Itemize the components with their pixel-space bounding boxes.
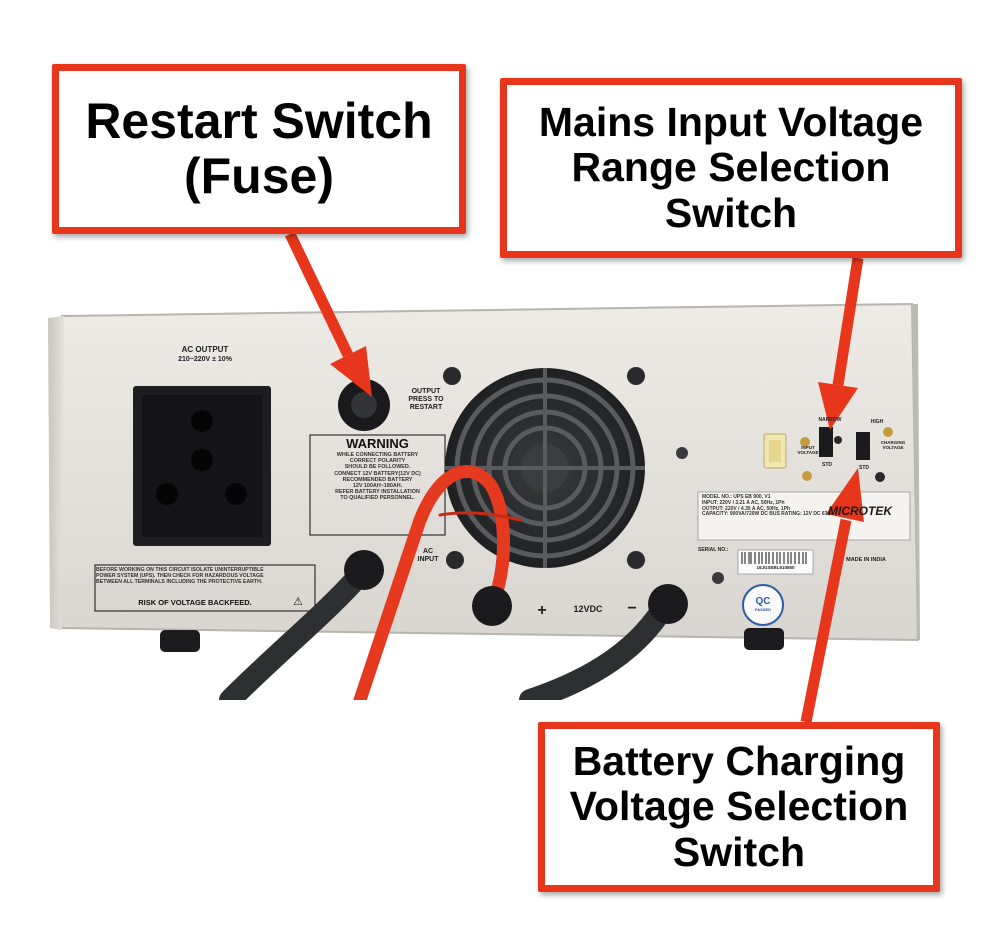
qc-sub-label: PASSED <box>754 607 772 612</box>
output-restart-label: OUTPUT PRESS TO RESTART <box>408 388 444 412</box>
brand-logo: MICROTEK <box>828 504 892 518</box>
dc-voltage-label: 12VDC <box>573 604 603 614</box>
battery-charging-voltage-callout: Battery Charging Voltage Selection Switc… <box>538 722 940 892</box>
warning-title: WARNING <box>346 436 409 451</box>
qc-sticker <box>742 584 784 626</box>
input-voltage-label: INPUT VOLTAGE <box>797 445 819 456</box>
model-text: MODEL NO.: UPS EB 900, V1 INPUT: 220V / … <box>702 494 832 518</box>
ac-input-label: AC INPUT <box>417 548 439 564</box>
std-label-1: STD <box>822 462 832 468</box>
charging-voltage-label: CHARGING VOLTAGE <box>880 440 906 451</box>
model-label <box>697 491 911 541</box>
std-label-2: STD <box>859 465 869 471</box>
callout-arrows <box>285 231 864 724</box>
dc-plus-label: + <box>537 602 547 619</box>
dc-minus-label: − <box>627 600 637 617</box>
mains-input-voltage-callout: Mains Input Voltage Range Selection Swit… <box>500 78 962 258</box>
battery-charging-voltage-callout-text: Battery Charging Voltage Selection Switc… <box>569 738 909 875</box>
high-label: HIGH <box>870 419 884 425</box>
ac-output-range: 210~220V ± 10% <box>178 356 232 363</box>
switch-area <box>763 427 893 482</box>
mains-input-voltage-callout-text: Mains Input Voltage Range Selection Swit… <box>538 99 924 236</box>
isolation-notice <box>94 564 316 612</box>
restart-switch-callout: Restart Switch (Fuse) <box>52 64 466 234</box>
backfeed-text: RISK OF VOLTAGE BACKFEED. <box>138 598 252 607</box>
serial-number: 16JGSEBL610850 <box>756 565 795 570</box>
qc-label: QC <box>755 596 771 607</box>
restart-switch-callout-text: Restart Switch (Fuse) <box>85 93 433 204</box>
serial-label: SERIAL NO.: <box>698 547 729 553</box>
made-in-label: MADE IN INDIA <box>846 557 886 563</box>
backfeed-warning-icon: ⚠ <box>293 596 303 608</box>
ac-output-socket <box>133 386 271 546</box>
warning-text: WHILE CONNECTING BATTERY CORRECT POLARIT… <box>334 452 421 502</box>
isolation-text: BEFORE WORKING ON THIS CIRCUIT ISOLATE U… <box>96 567 264 585</box>
dc-negative-grommet <box>648 584 688 624</box>
barcode-lines <box>741 552 807 564</box>
restart-fuse-button <box>338 379 390 431</box>
mains-input-voltage-switch <box>819 427 833 457</box>
narrow-label: NARROW <box>818 417 842 423</box>
ac-input-grommet <box>344 550 384 590</box>
ac-output-label: AC OUTPUT <box>181 345 229 354</box>
dc-positive-grommet <box>472 586 512 626</box>
